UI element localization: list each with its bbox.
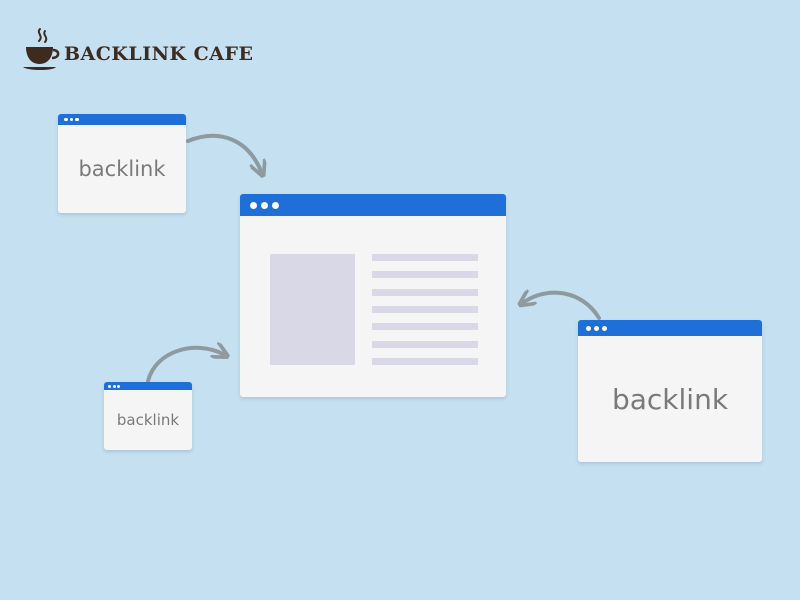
backlink-label: backlink	[78, 157, 166, 181]
backlink-window-right: backlink	[578, 320, 762, 462]
arrow-top-left-to-main	[186, 133, 261, 171]
text-line-placeholder	[372, 340, 478, 348]
text-line-placeholder	[372, 254, 478, 261]
window-dot	[75, 117, 79, 122]
window-dot	[117, 384, 120, 388]
window-dot	[64, 117, 68, 122]
backlink-window-bottom-left: backlink	[104, 382, 192, 450]
window-dot	[586, 325, 591, 331]
window-body: backlink	[58, 125, 186, 213]
window-dot	[594, 325, 599, 331]
text-line-placeholder	[372, 305, 478, 313]
text-line-placeholder	[372, 288, 478, 296]
window-dot	[261, 201, 268, 209]
arrow-bottom-left-to-main	[146, 348, 223, 383]
coffee-cup-icon	[23, 28, 60, 70]
brand-name: BACKLINK CAFE	[64, 43, 254, 65]
window-dot	[272, 201, 279, 209]
image-placeholder	[270, 254, 355, 365]
text-line-placeholder	[372, 323, 478, 331]
window-dot	[112, 384, 116, 388]
backlink-label: backlink	[611, 382, 729, 416]
text-line-placeholder	[372, 271, 478, 279]
window-title-bar	[240, 194, 506, 216]
window-title-bar	[578, 320, 762, 336]
window-dot	[602, 325, 607, 331]
backlink-label: backlink	[116, 411, 180, 429]
window-title-bar	[104, 382, 192, 390]
window-dot	[69, 117, 73, 122]
backlink-window-top-left: backlink	[58, 114, 186, 213]
window-body: backlink	[578, 336, 762, 462]
arrow-right-to-main	[524, 293, 601, 320]
brand-logo: BACKLINK CAFE	[22, 26, 254, 74]
window-dot	[108, 384, 111, 388]
window-body: backlink	[104, 390, 192, 450]
window-title-bar	[58, 114, 186, 125]
text-line-placeholder	[372, 357, 478, 365]
window-dot	[250, 201, 257, 209]
main-page-window	[240, 194, 506, 397]
